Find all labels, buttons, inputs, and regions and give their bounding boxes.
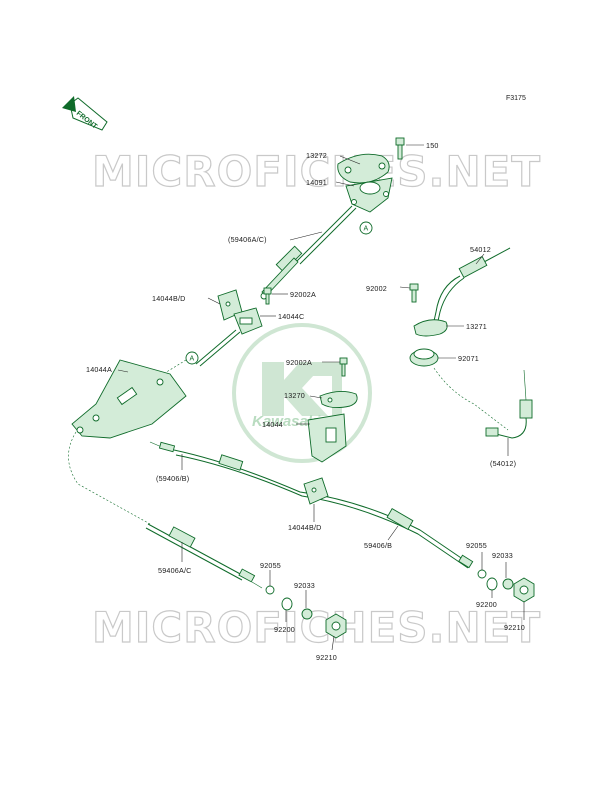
watermark-top: MICROFICHES.NET <box>92 147 541 196</box>
label-92210-right: 92210 <box>504 623 525 632</box>
svg-text:A: A <box>190 356 195 363</box>
plate-13271 <box>413 319 448 337</box>
bracket-14044 <box>307 413 347 463</box>
logo-text: Kawasaki <box>252 413 321 430</box>
label-92002a-mid: 92002A <box>286 358 312 367</box>
cable-59406ac-bottom <box>145 523 263 589</box>
label-14044bd-top: 14044B/D <box>152 294 186 303</box>
figure-code: F3175 <box>506 95 526 102</box>
label-92002: 92002 <box>366 284 387 293</box>
ref-mark-a-top: A <box>359 221 373 235</box>
ref-mark-a-left: A <box>185 351 199 365</box>
front-arrow-icon: FRONT <box>62 96 108 131</box>
label-59406ac-top: (59406A/C) <box>228 235 267 244</box>
cable-54012 <box>431 247 511 331</box>
cap-92071 <box>409 348 439 367</box>
hardware-left <box>265 585 347 639</box>
label-92055-left: 92055 <box>260 561 281 570</box>
label-92210-left: 92210 <box>316 653 337 662</box>
label-92055-right: 92055 <box>466 541 487 550</box>
cable-59406b <box>149 441 474 569</box>
bracket-14044bd-bottom <box>303 477 329 505</box>
bolt-92002 <box>409 283 419 303</box>
label-13270: 13270 <box>284 391 305 400</box>
kawasaki-logo: Kawasaki <box>232 323 372 463</box>
label-13272: 13272 <box>306 151 327 160</box>
label-14044a: 14044A <box>86 365 112 374</box>
label-92071: 92071 <box>458 354 479 363</box>
label-13271: 13271 <box>466 322 487 331</box>
bolt-92002a-top <box>263 287 272 305</box>
label-92002a-top: 92002A <box>290 290 316 299</box>
bolt-92002a-mid <box>339 357 348 377</box>
mount-14091 <box>345 177 393 213</box>
label-92200-right: 92200 <box>476 600 497 609</box>
label-92200-left: 92200 <box>274 625 295 634</box>
label-59406b-paren: (59406/B) <box>156 474 189 483</box>
label-14044: 14044 <box>262 420 283 429</box>
plate-13270 <box>319 391 358 409</box>
label-150: 150 <box>426 141 439 150</box>
label-59406ac-bottom: 59406A/C <box>158 566 192 575</box>
label-92033-right: 92033 <box>492 551 513 560</box>
label-14091: 14091 <box>306 178 327 187</box>
watermark-bottom: MICROFICHES.NET <box>92 603 541 652</box>
hardware-right <box>477 569 535 603</box>
label-59406b: 59406/B <box>364 541 392 550</box>
bolt-150 <box>395 137 405 160</box>
plate-14044a <box>71 359 187 439</box>
svg-text:A: A <box>364 226 369 233</box>
bracket-14044bd-top <box>217 289 243 321</box>
label-54012-paren: (54012) <box>490 459 516 468</box>
cable-59406ac-top <box>260 205 357 300</box>
leader-lines <box>117 144 525 651</box>
label-14044bd-bottom: 14044B/D <box>288 523 322 532</box>
label-54012: 54012 <box>470 245 491 254</box>
cable-54012-lower <box>433 367 533 439</box>
label-14044c: 14044C <box>278 312 304 321</box>
label-92033-left: 92033 <box>294 581 315 590</box>
clamp-14044c <box>233 307 263 335</box>
plate-13272 <box>337 153 390 184</box>
